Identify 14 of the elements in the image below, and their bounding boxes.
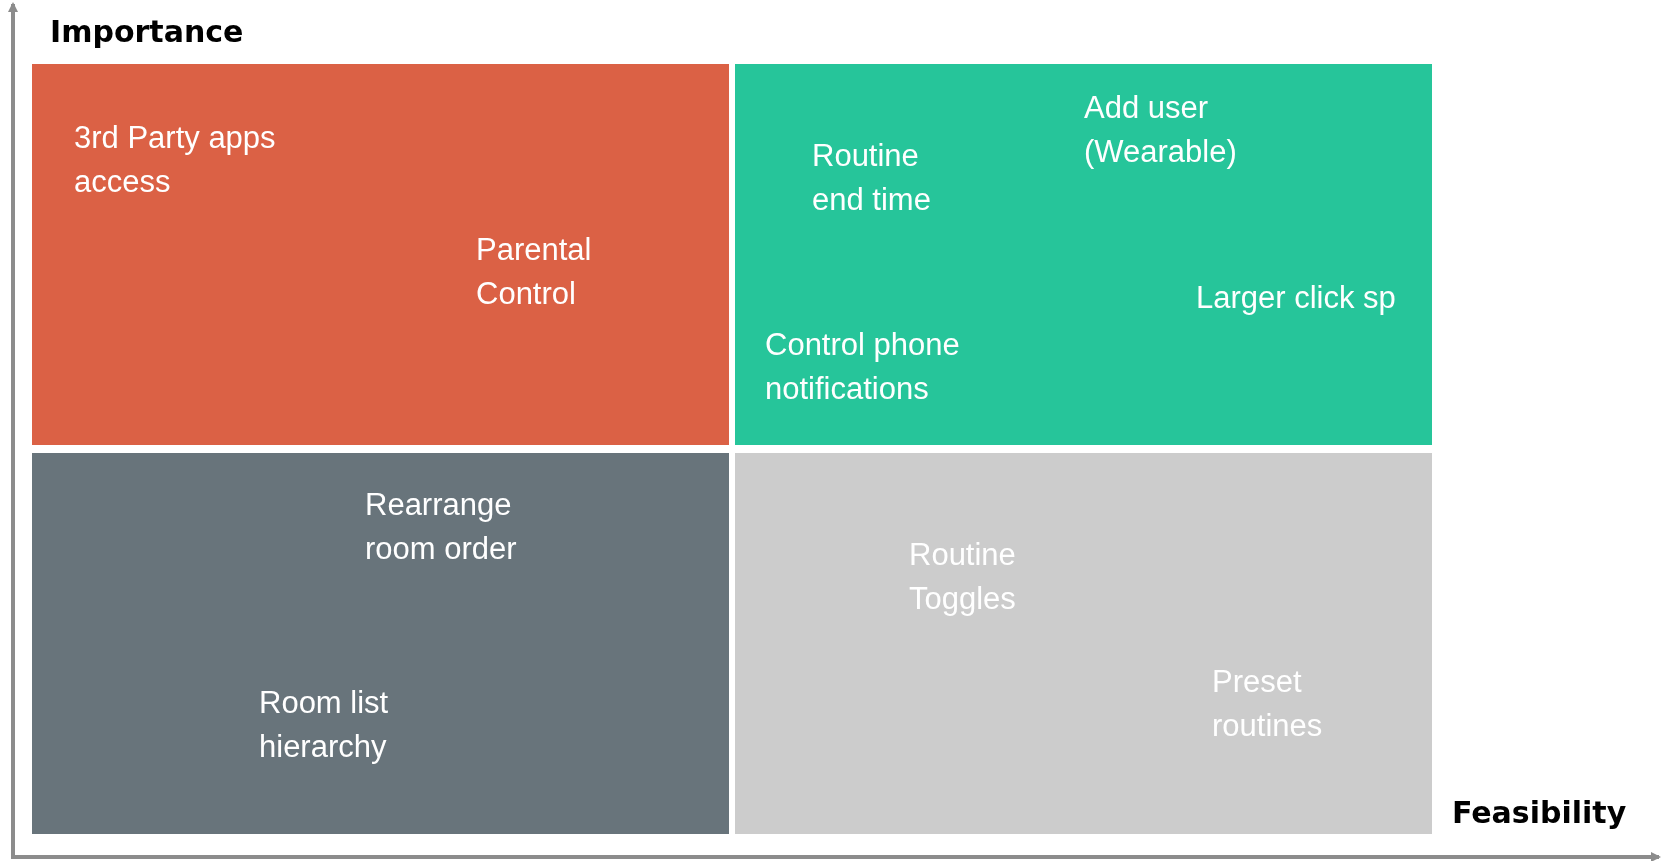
quadrant-panel bbox=[32, 64, 729, 445]
axis-label: Importance bbox=[50, 14, 244, 49]
feature-label: Routine end time bbox=[812, 137, 932, 219]
feature-label: Larger click sp bbox=[1196, 279, 1396, 317]
feature-label: Parental Control bbox=[476, 231, 593, 313]
feature-label: 3rd Party apps access bbox=[74, 119, 277, 201]
feature-label: Add user (Wearable) bbox=[1084, 89, 1238, 171]
feature-label: Rearrange room order bbox=[365, 486, 518, 568]
axis-label: Feasibility bbox=[1452, 795, 1627, 830]
feature-label: Room list hierarchy bbox=[259, 684, 390, 766]
quadrant-panel bbox=[32, 453, 729, 834]
quadrant-panel bbox=[735, 64, 1432, 445]
feature-label: Control phone notifications bbox=[765, 326, 961, 408]
quadrant-panel bbox=[735, 453, 1432, 834]
